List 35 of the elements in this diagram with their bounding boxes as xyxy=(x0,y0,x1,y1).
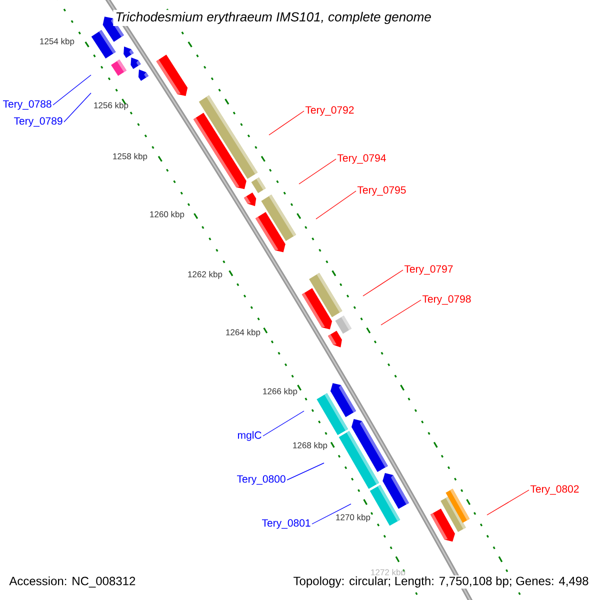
leader-line xyxy=(52,74,92,106)
gene-label: Tery_0802 xyxy=(530,485,579,495)
title: Trichodesmium erythraeum IMS101, complete genome xyxy=(113,10,434,26)
gene-label: Tery_0795 xyxy=(357,186,406,196)
tick-label: 1264 kbp xyxy=(226,329,260,337)
leader-line xyxy=(268,110,304,136)
leader-line xyxy=(312,504,352,524)
leader-line xyxy=(262,410,304,436)
leader-line xyxy=(286,462,324,480)
tick-label: 1256 kbp xyxy=(94,102,128,110)
gene-label: Tery_0788 xyxy=(3,100,52,110)
leader-line xyxy=(64,92,92,122)
tick-label: 1266 kbp xyxy=(263,388,298,396)
gene-label: Tery_0801 xyxy=(262,519,310,529)
footer-text: Topology: circular; Length: 7,750,108 bp; Genes: 4,498 xyxy=(292,575,590,589)
tick-label: 1254 kbp xyxy=(40,38,74,46)
gene-label: mglC xyxy=(238,431,262,441)
tick-label: 1260 kbp xyxy=(150,211,184,219)
tick-label: 1270 kbp xyxy=(336,514,370,522)
tick-label: 1272 kbp xyxy=(371,569,406,577)
gene-label: Tery_0789 xyxy=(14,117,62,127)
footer-text: Accession: NC_008312 xyxy=(8,575,137,589)
leader-line xyxy=(316,190,356,220)
tick-label: 1262 kbp xyxy=(188,271,222,279)
gene-label: Tery_0798 xyxy=(422,295,471,305)
leader-line xyxy=(298,158,336,184)
leader-line xyxy=(486,490,530,516)
gene-label: Tery_0800 xyxy=(237,475,286,485)
gene-label: Tery_0792 xyxy=(305,106,354,116)
gene-label: Tery_0794 xyxy=(337,154,386,164)
gene-label: Tery_0797 xyxy=(404,265,453,275)
tick-label: 1268 kbp xyxy=(293,442,328,450)
tick-label: 1258 kbp xyxy=(113,153,148,161)
leader-line xyxy=(380,300,422,326)
leader-line xyxy=(362,270,404,296)
